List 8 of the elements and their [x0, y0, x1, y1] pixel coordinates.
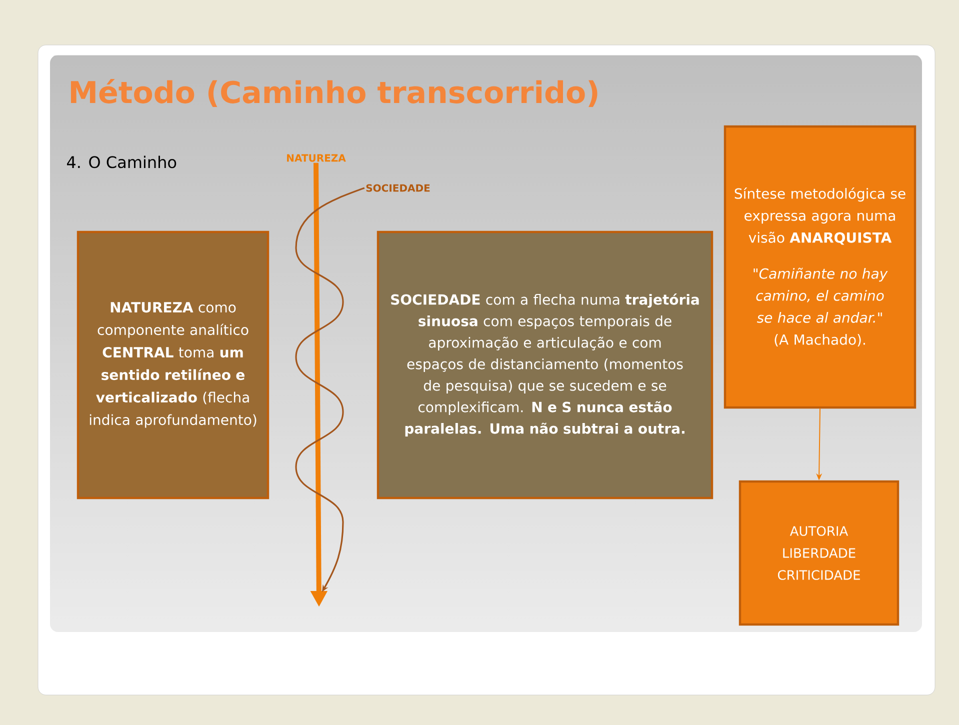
- synthesis-box: Síntese metodológica se expressa agora numa visão ANARQUISTA "Camiñante no hay camino, el camino se hace al andar." (A Machado).: [724, 125, 916, 409]
- arrow-label: NATUREZA: [287, 154, 346, 162]
- title: Método (Caminho transcorrido): [70, 79, 598, 107]
- concept-box: SOCIEDADE com a flecha numa trajetória sinuosa com espaços temporais de aproximação e articulação e com espaços de distanciamento (momentos de pesquisa) que se sucedem e se complexificam. N e S nunca estão paralelas. Uma não subtrai a outra.: [376, 230, 714, 500]
- concept-box: NATUREZA como componente analítico CENTRAL toma um sentido retilíneo e verticalizado (flecha indica aprofundamento): [76, 230, 270, 500]
- section-heading: 4. O Caminho: [67, 156, 176, 168]
- outcome-box: AUTORIA LIBERDADE CRITICIDADE: [738, 480, 900, 626]
- arrow-label: SOCIEDADE: [366, 184, 430, 192]
